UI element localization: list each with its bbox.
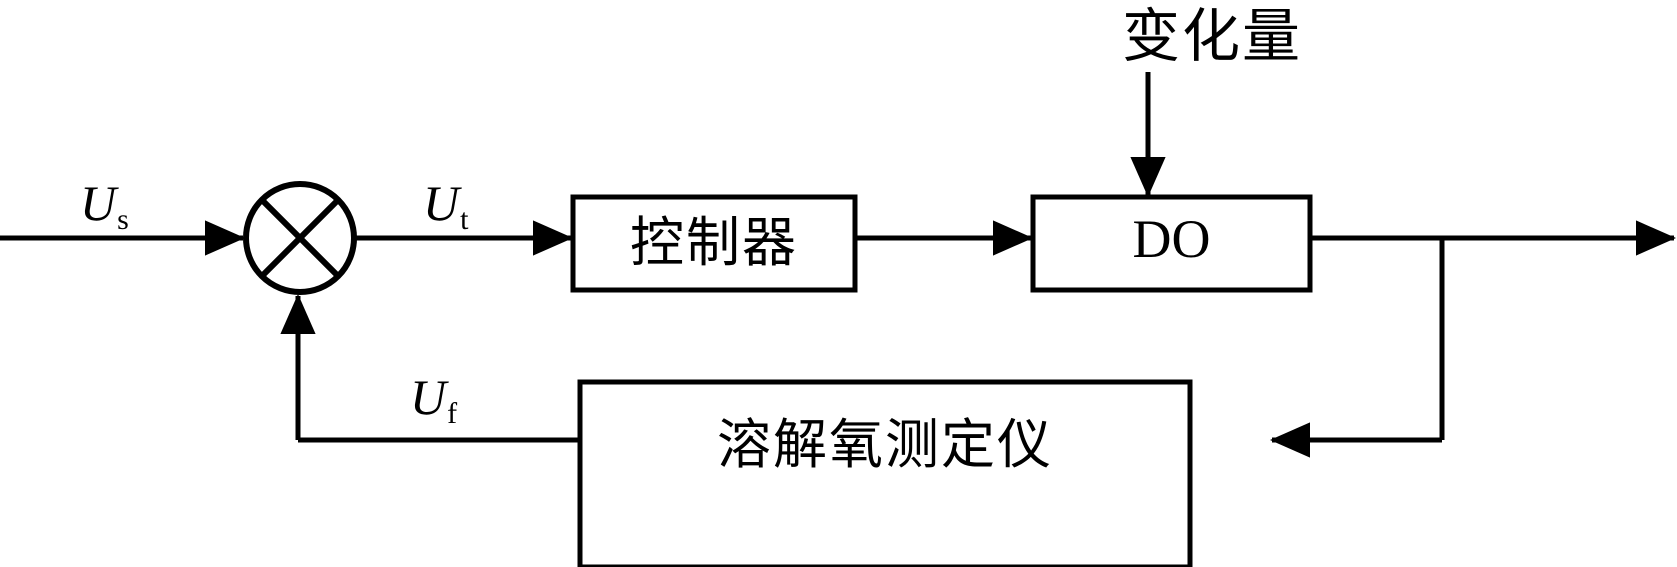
sensor-block-label: 溶解氧测定仪 bbox=[717, 415, 1053, 475]
setpoint-subscript: s bbox=[117, 203, 129, 236]
error-symbol: U bbox=[423, 175, 460, 231]
disturbance-label: 变化量 bbox=[1122, 4, 1303, 69]
error-signal-label: Ut bbox=[423, 178, 468, 235]
setpoint-symbol: U bbox=[80, 175, 117, 231]
feedback-signal-label: Uf bbox=[410, 372, 457, 429]
setpoint-signal-label: Us bbox=[80, 178, 129, 235]
controller-block-label: 控制器 bbox=[630, 213, 798, 273]
feedback-symbol: U bbox=[410, 369, 447, 425]
error-subscript: t bbox=[460, 203, 469, 236]
summing-junction-cross-b bbox=[259, 197, 341, 279]
controller-block-rect bbox=[570, 194, 858, 293]
plant-block-label: DO bbox=[1132, 209, 1211, 269]
plant-block-rect bbox=[1030, 194, 1313, 293]
sensor-block-rect bbox=[577, 379, 1193, 567]
feedback-subscript: f bbox=[447, 397, 458, 430]
